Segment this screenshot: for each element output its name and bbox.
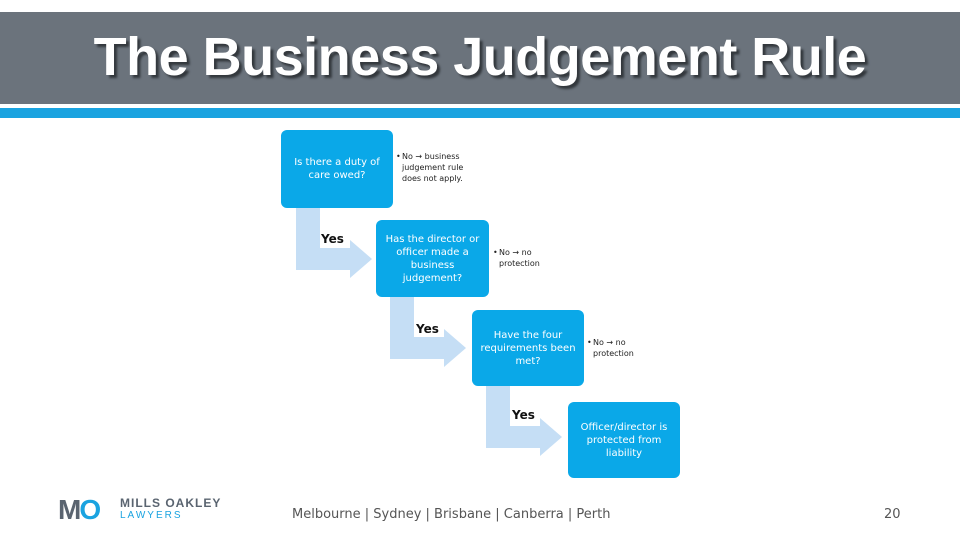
title-bar — [0, 12, 960, 104]
note-text: No → no protection — [499, 248, 540, 268]
yes-label-3: Yes — [512, 408, 535, 422]
page-number: 20 — [884, 507, 901, 522]
flow-arrow-3 — [486, 386, 562, 456]
accent-line — [0, 108, 960, 118]
flow-arrow-1 — [296, 208, 372, 278]
slide-title: The Business Judgement Rule — [93, 27, 867, 87]
step-box-duty-of-care: Is there a duty of care owed? — [281, 130, 393, 208]
yes-label-2: Yes — [416, 322, 439, 336]
step-box-business-judgement: Has the director or officer made a busin… — [376, 220, 489, 297]
logo-subtitle: LAWYERS — [120, 510, 183, 521]
yes-label-1: Yes — [321, 232, 344, 246]
note-text: No → no protection — [593, 338, 634, 358]
flow-arrow-2 — [390, 297, 466, 367]
company-logo: MO MILLS OAKLEY LAWYERS — [58, 494, 248, 525]
step-outcome: Officer/director is protected from liabi… — [580, 421, 668, 459]
step-note-four-requirements: • No → no protection — [587, 338, 663, 360]
bullet-icon: • — [587, 338, 592, 347]
note-text: No → business judgement rule does not ap… — [402, 152, 464, 183]
step-box-four-requirements: Have the four requirements been met? — [472, 310, 584, 386]
bullet-icon: • — [493, 248, 498, 257]
step-question: Has the director or officer made a busin… — [385, 233, 480, 284]
step-note-business-judgement: • No → no protection — [493, 248, 569, 270]
footer-cities: Melbourne | Sydney | Brisbane | Canberra… — [292, 507, 611, 522]
logo-name: MILLS OAKLEY — [120, 496, 222, 510]
logo-mark: MO — [58, 494, 101, 525]
step-note-duty-of-care: • No → business judgement rule does not … — [396, 152, 484, 184]
step-question: Have the four requirements been met? — [480, 329, 576, 367]
bullet-icon: • — [396, 152, 401, 161]
step-box-protected: Officer/director is protected from liabi… — [568, 402, 680, 478]
step-question: Is there a duty of care owed? — [294, 157, 380, 181]
